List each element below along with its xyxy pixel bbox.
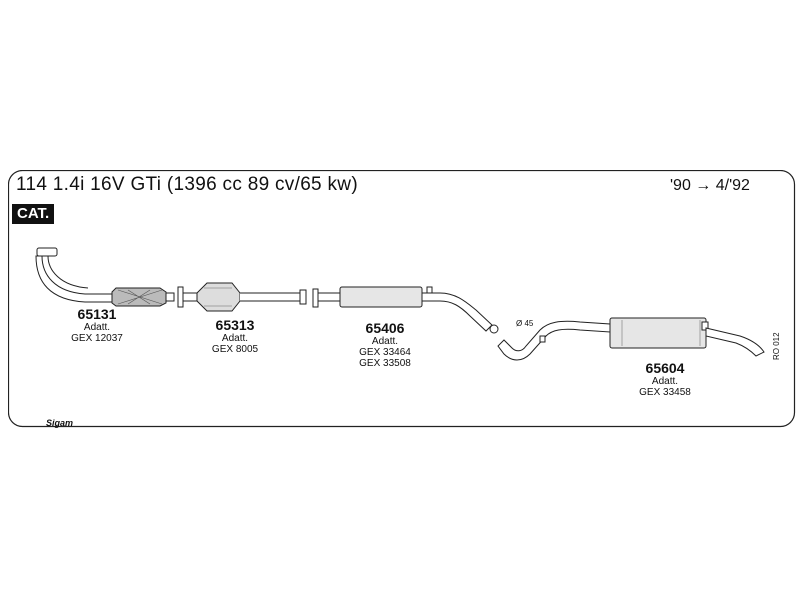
catalyst-65313 <box>177 282 307 312</box>
diagram-frame <box>8 170 796 428</box>
part-note: Adatt. <box>651 376 679 387</box>
frame-border <box>8 170 796 428</box>
front-pipe-65131 <box>35 247 175 307</box>
part-note: GEX 33458 <box>639 387 691 398</box>
rear-silencer-body <box>609 317 707 349</box>
part-label-65131: 65131 Adatt. GEX 12037 <box>62 306 132 344</box>
pipe-end-65131 <box>165 292 175 302</box>
cat-badge: CAT. <box>12 204 55 224</box>
part-number: 65604 <box>645 360 685 376</box>
part-note: GEX 33464 <box>359 347 411 358</box>
part-note: GEX 12037 <box>71 333 123 344</box>
manifold-flange <box>36 247 58 257</box>
middle-tail-pipe <box>421 292 493 332</box>
part-note: GEX 33508 <box>359 358 411 369</box>
middle-silencer-body <box>339 286 423 308</box>
part-number: 65406 <box>365 320 405 336</box>
middle-silencer-65406 <box>312 286 499 334</box>
converter-body <box>196 282 241 312</box>
part-note: GEX 8005 <box>211 344 259 355</box>
brand-logo: Sigam <box>46 418 74 428</box>
rear-bent-pipe <box>497 320 611 361</box>
part-label-65313: 65313 Adatt. GEX 8005 <box>200 317 270 355</box>
part-label-65406: 65406 Adatt. GEX 33464 GEX 33508 <box>350 320 420 369</box>
tail-pipe <box>705 327 765 357</box>
part-number: 65313 <box>215 317 255 333</box>
part-note: Adatt. <box>221 333 249 344</box>
part-label-65604: 65604 Adatt. GEX 33458 <box>630 360 700 398</box>
part-note: Adatt. <box>83 322 111 333</box>
part-number: 65131 <box>77 306 117 322</box>
diameter-label: Ø 45 <box>516 319 534 328</box>
reference-code: RO 012 <box>772 332 781 360</box>
vehicle-title: 114 1.4i 16V GTi (1396 cc 89 cv/65 kw) <box>16 174 358 195</box>
front-pipe-bend <box>35 255 119 303</box>
part-note: Adatt. <box>371 336 399 347</box>
rear-silencer-65604 <box>497 317 765 361</box>
clamp-left <box>177 286 184 308</box>
date-range: '90 → 4/'92 <box>670 177 750 194</box>
clamp-middle <box>312 288 319 308</box>
